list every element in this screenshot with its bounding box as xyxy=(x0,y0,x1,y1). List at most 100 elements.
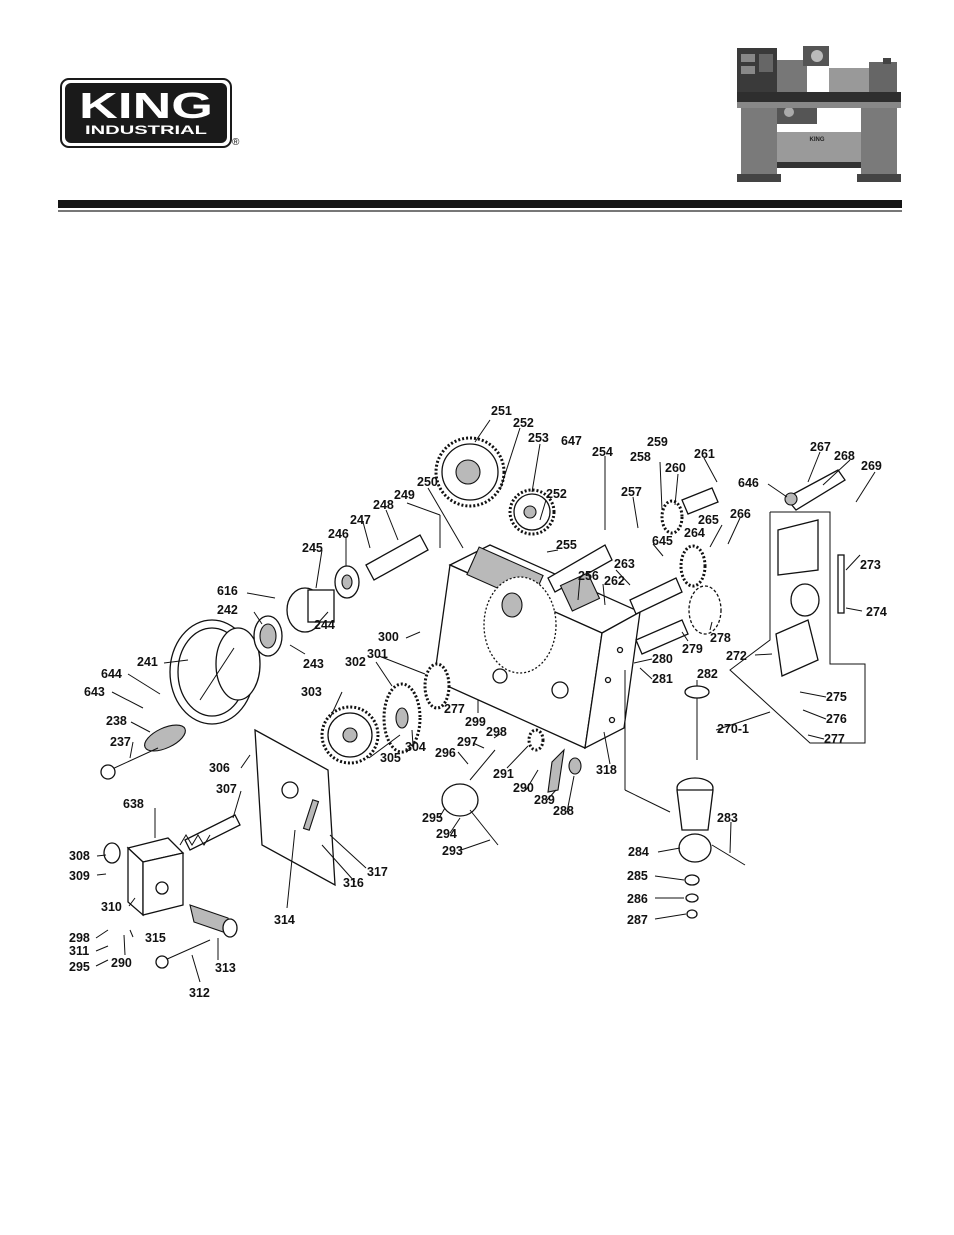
part-label: 257 xyxy=(621,485,642,499)
part-label: 245 xyxy=(302,541,323,555)
part-label: 244 xyxy=(314,618,335,632)
part-label: 249 xyxy=(394,488,415,502)
brand-name: KING xyxy=(79,85,213,126)
part-label: 241 xyxy=(137,655,158,669)
part-label: 266 xyxy=(730,507,751,521)
part-label: 296 xyxy=(435,746,456,760)
part-label: 616 xyxy=(217,584,238,598)
part-label: 644 xyxy=(101,667,122,681)
part-label: 287 xyxy=(627,913,648,927)
part-label: 282 xyxy=(697,667,718,681)
part-label: 248 xyxy=(373,498,394,512)
part-label: 638 xyxy=(123,797,144,811)
part-label: 293 xyxy=(442,844,463,858)
part-label: 252 xyxy=(546,487,567,501)
part-label: 300 xyxy=(378,630,399,644)
part-label: 238 xyxy=(106,714,127,728)
part-label: 251 xyxy=(491,404,512,418)
part-label: 268 xyxy=(834,449,855,463)
part-label: 291 xyxy=(493,767,514,781)
part-label: 314 xyxy=(274,913,295,927)
part-label: 286 xyxy=(627,892,648,906)
king-industrial-logo: KING INDUSTRIAL xyxy=(60,78,232,148)
header-rule-thin xyxy=(58,210,902,212)
part-label: 311 xyxy=(69,944,89,958)
part-label: 294 xyxy=(436,827,457,841)
metal-lathe-photo: KING xyxy=(733,40,905,188)
part-label: 290 xyxy=(111,956,132,970)
part-label: 256 xyxy=(578,569,599,583)
part-label: 275 xyxy=(826,690,847,704)
part-labels: 251 252 253 647 254 259 258 261 260 267 … xyxy=(69,404,887,1000)
part-label: 302 xyxy=(345,655,366,669)
part-label: 307 xyxy=(216,782,237,796)
part-label: 250 xyxy=(417,475,438,489)
part-label: 309 xyxy=(69,869,90,883)
part-label: 276 xyxy=(826,712,847,726)
part-label: 262 xyxy=(604,574,625,588)
part-label: 274 xyxy=(866,605,887,619)
part-label: 645 xyxy=(652,534,673,548)
part-label: 263 xyxy=(614,557,635,571)
svg-text:KING: KING xyxy=(810,137,825,143)
part-label: 281 xyxy=(652,672,673,686)
part-label: 253 xyxy=(528,431,549,445)
part-label: 264 xyxy=(684,526,705,540)
part-label: 643 xyxy=(84,685,105,699)
part-label: 647 xyxy=(561,434,582,448)
part-label: 243 xyxy=(303,657,324,671)
part-label: 237 xyxy=(110,735,131,749)
diagram-parts xyxy=(100,436,866,969)
registered-mark: ® xyxy=(232,137,240,148)
part-label: 270-1 xyxy=(717,722,749,736)
part-label: 316 xyxy=(343,876,364,890)
part-label: 290 xyxy=(513,781,534,795)
part-label: 269 xyxy=(861,459,882,473)
part-label: 279 xyxy=(682,642,703,656)
part-label: 252 xyxy=(513,416,534,430)
part-label: 315 xyxy=(145,931,166,945)
part-label: 278 xyxy=(710,631,731,645)
part-label: 298 xyxy=(69,931,90,945)
part-label: 261 xyxy=(694,447,715,461)
part-label: 297 xyxy=(457,735,478,749)
part-label: 312 xyxy=(189,986,210,1000)
part-label: 295 xyxy=(422,811,443,825)
part-label: 306 xyxy=(209,761,230,775)
part-label: 285 xyxy=(627,869,648,883)
part-label: 277 xyxy=(444,702,465,716)
part-label: 255 xyxy=(556,538,577,552)
part-label: 305 xyxy=(380,751,401,765)
part-label: 298 xyxy=(486,725,507,739)
part-label: 301 xyxy=(367,647,388,661)
part-label: 265 xyxy=(698,513,719,527)
part-label: 646 xyxy=(738,476,759,490)
part-label: 254 xyxy=(592,445,613,459)
part-label: 272 xyxy=(726,649,747,663)
part-label: 273 xyxy=(860,558,881,572)
part-label: 283 xyxy=(717,811,738,825)
part-label: 318 xyxy=(596,763,617,777)
brand-sub: INDUSTRIAL xyxy=(85,123,207,137)
part-label: 267 xyxy=(810,440,831,454)
part-label: 258 xyxy=(630,450,651,464)
part-label: 308 xyxy=(69,849,90,863)
header-rule xyxy=(58,200,902,208)
part-label: 289 xyxy=(534,793,555,807)
part-label: 247 xyxy=(350,513,371,527)
part-label: 246 xyxy=(328,527,349,541)
part-label: 259 xyxy=(647,435,668,449)
part-label: 277 xyxy=(824,732,845,746)
part-label: 242 xyxy=(217,603,238,617)
part-label: 260 xyxy=(665,461,686,475)
part-label: 313 xyxy=(215,961,236,975)
part-label: 310 xyxy=(101,900,122,914)
part-label: 280 xyxy=(652,652,673,666)
part-label: 284 xyxy=(628,845,649,859)
part-label: 295 xyxy=(69,960,90,974)
part-label: 288 xyxy=(553,804,574,818)
part-label: 303 xyxy=(301,685,322,699)
part-label: 304 xyxy=(405,740,426,754)
leader-lines xyxy=(95,419,876,983)
